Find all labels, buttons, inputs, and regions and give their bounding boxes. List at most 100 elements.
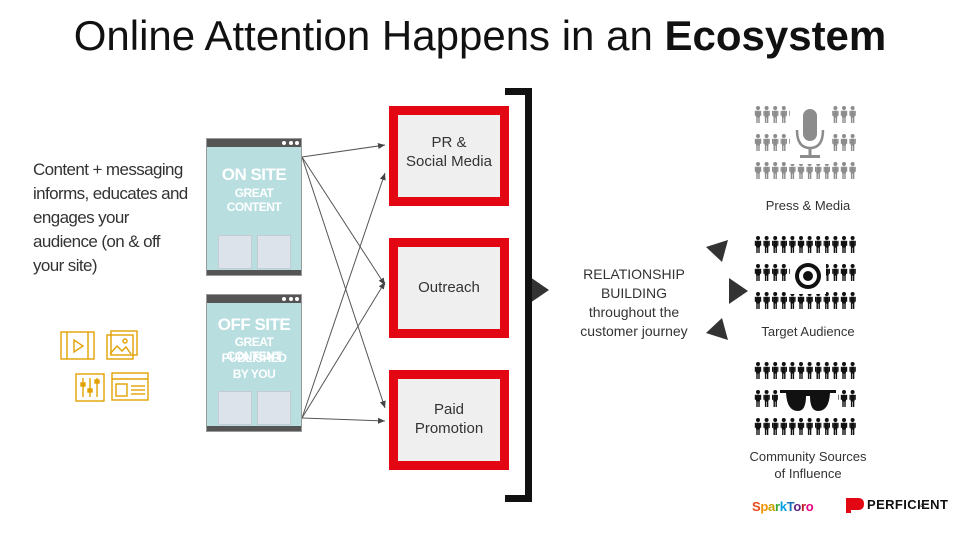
on-site-heading: ON SITE <box>221 165 287 184</box>
person-icon <box>789 236 796 253</box>
person-icon <box>832 418 839 435</box>
person-icon <box>849 362 856 379</box>
person-icon <box>754 362 762 379</box>
person-icon <box>840 362 848 379</box>
person-icon <box>840 162 848 179</box>
on-site-subheading: GREAT CONTENT <box>226 186 282 214</box>
person-icon <box>763 162 770 179</box>
person-icon <box>806 418 813 435</box>
channel-pr-line1: PR & <box>431 134 467 151</box>
person-icon <box>815 292 822 309</box>
person-icon <box>806 236 813 253</box>
person-icon <box>797 362 805 379</box>
slide-title: Online Attention Happens in an Ecosystem <box>0 12 960 60</box>
sparktoro-letter: o <box>805 499 814 514</box>
content-type-icons <box>60 330 149 402</box>
person-icon <box>823 162 830 179</box>
connector-onsite-outreach <box>301 156 386 286</box>
person-icon <box>849 106 856 123</box>
sparktoro-letter: S <box>752 499 761 514</box>
person-icon <box>754 418 762 435</box>
person-icon <box>763 134 770 151</box>
relationship-line1: RELATIONSHIP <box>583 266 685 282</box>
person-icon <box>772 106 779 123</box>
connector-lines <box>301 143 386 424</box>
webpage-icon <box>111 372 149 401</box>
person-icon <box>832 362 839 379</box>
person-icon <box>763 292 770 309</box>
person-icon <box>797 236 805 253</box>
sparktoro-letter: T <box>786 499 794 514</box>
person-icon <box>832 106 839 123</box>
person-icon <box>849 390 856 407</box>
content-block <box>218 391 252 425</box>
person-icon <box>763 106 770 123</box>
content-block <box>257 391 291 425</box>
person-icon <box>772 162 779 179</box>
person-icon <box>840 236 848 253</box>
person-icon <box>840 134 848 151</box>
connector-onsite-pr <box>301 143 386 158</box>
person-icon <box>849 418 856 435</box>
person-icon <box>840 390 848 407</box>
person-icon <box>763 362 770 379</box>
off-site-page: OFF SITE GREAT CONTENT PUBLISHED BY YOU <box>206 294 302 432</box>
sparktoro-letter: o <box>793 499 802 514</box>
person-icon <box>780 162 787 179</box>
arrow-to-community-icon <box>706 318 728 340</box>
channel-outreach: Outreach <box>389 238 509 338</box>
person-icon <box>806 362 813 379</box>
person-icon <box>772 236 779 253</box>
channel-paid-promotion: Paid Promotion <box>389 370 509 470</box>
person-icon <box>832 264 839 281</box>
person-icon <box>840 292 848 309</box>
person-icon <box>797 292 805 309</box>
title-regular: Online Attention Happens in an <box>73 12 665 59</box>
person-icon <box>840 418 848 435</box>
person-icon <box>772 362 779 379</box>
person-icon <box>815 162 822 179</box>
press-media-label: Press & Media <box>765 198 851 213</box>
person-icon <box>849 264 856 281</box>
relationship-building-text: RELATIONSHIP BUILDING throughout the cus… <box>568 265 700 341</box>
page-footer-bar <box>207 270 301 275</box>
arrow-to-relationship-icon <box>530 277 549 303</box>
person-icon <box>772 390 779 407</box>
person-icon <box>754 162 762 179</box>
video-icon <box>60 331 95 360</box>
person-icon <box>823 418 830 435</box>
person-icon <box>772 418 779 435</box>
sparktoro-letter: r <box>774 499 780 514</box>
person-icon <box>780 292 787 309</box>
person-icon <box>754 390 762 407</box>
sunglasses-icon <box>778 384 838 416</box>
person-icon <box>754 292 762 309</box>
title-bold: Ecosystem <box>664 12 887 59</box>
person-icon <box>780 418 787 435</box>
sparktoro-letter: a <box>768 499 775 514</box>
target-icon <box>790 258 826 294</box>
sparktoro-letter: p <box>760 499 769 514</box>
connector-onsite-paid <box>301 156 386 409</box>
person-icon <box>772 292 779 309</box>
person-icon <box>806 162 813 179</box>
person-icon <box>780 362 787 379</box>
community-sources-label: Community Sources of Influence <box>730 448 886 482</box>
arrow-to-target-icon <box>729 278 748 304</box>
person-icon <box>815 418 822 435</box>
person-icon <box>849 236 856 253</box>
off-site-line3: BY YOU <box>232 367 276 381</box>
person-icon <box>780 134 787 151</box>
person-icon <box>797 162 805 179</box>
person-icon <box>832 134 839 151</box>
community-line2: of Influence <box>774 466 842 481</box>
relationship-line3: throughout the <box>588 304 680 320</box>
microphone-icon <box>790 106 830 164</box>
person-icon <box>840 106 848 123</box>
person-icon <box>763 236 770 253</box>
content-block <box>218 235 252 269</box>
community-line1: Community Sources <box>749 449 867 464</box>
page-number: 4 <box>920 500 926 510</box>
person-icon <box>806 292 813 309</box>
person-icon <box>780 264 787 281</box>
